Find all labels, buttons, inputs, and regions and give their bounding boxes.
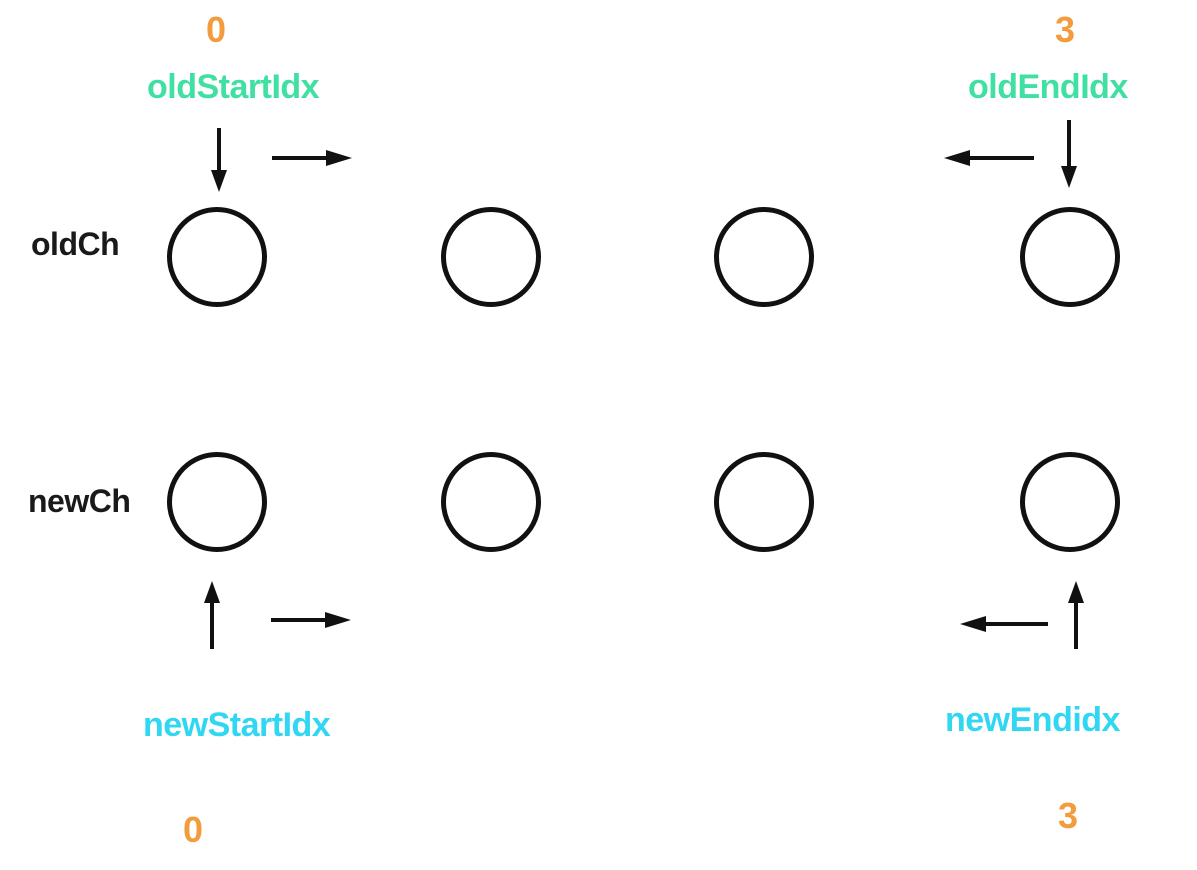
- old-start-right-arrow-icon: [272, 150, 352, 166]
- vnode-circle: [714, 207, 814, 307]
- new-end-up-arrow-icon: [1068, 581, 1084, 649]
- old-start-pointer-label: oldStartIdx: [147, 68, 320, 106]
- vnode-circle: [1020, 452, 1120, 552]
- old-end-pointer-label: oldEndIdx: [968, 68, 1128, 106]
- old-start-down-arrow-icon: [211, 128, 227, 192]
- old-start-index-number: 0: [206, 9, 226, 50]
- vnode-circle: [441, 207, 541, 307]
- vnode-circle: [714, 452, 814, 552]
- new-children-row: [0, 452, 1197, 552]
- old-end-down-arrow-icon: [1061, 120, 1077, 188]
- old-children-row-label: oldCh: [31, 226, 120, 262]
- new-end-left-arrow-icon: [960, 616, 1048, 632]
- new-children-row-label: newCh: [28, 483, 131, 519]
- vnode-circle: [441, 452, 541, 552]
- vnode-circle: [1020, 207, 1120, 307]
- old-end-index-number: 3: [1055, 9, 1075, 50]
- new-start-index-number: 0: [183, 809, 203, 850]
- new-end-index-number: 3: [1058, 795, 1078, 836]
- new-start-up-arrow-icon: [204, 581, 220, 649]
- vnode-circle: [167, 452, 267, 552]
- old-children-row: [0, 207, 1197, 307]
- new-start-pointer-label: newStartIdx: [143, 706, 331, 744]
- new-end-pointer-label: newEndidx: [945, 701, 1120, 739]
- vnode-circle: [167, 207, 267, 307]
- old-end-left-arrow-icon: [944, 150, 1034, 166]
- new-start-right-arrow-icon: [271, 612, 351, 628]
